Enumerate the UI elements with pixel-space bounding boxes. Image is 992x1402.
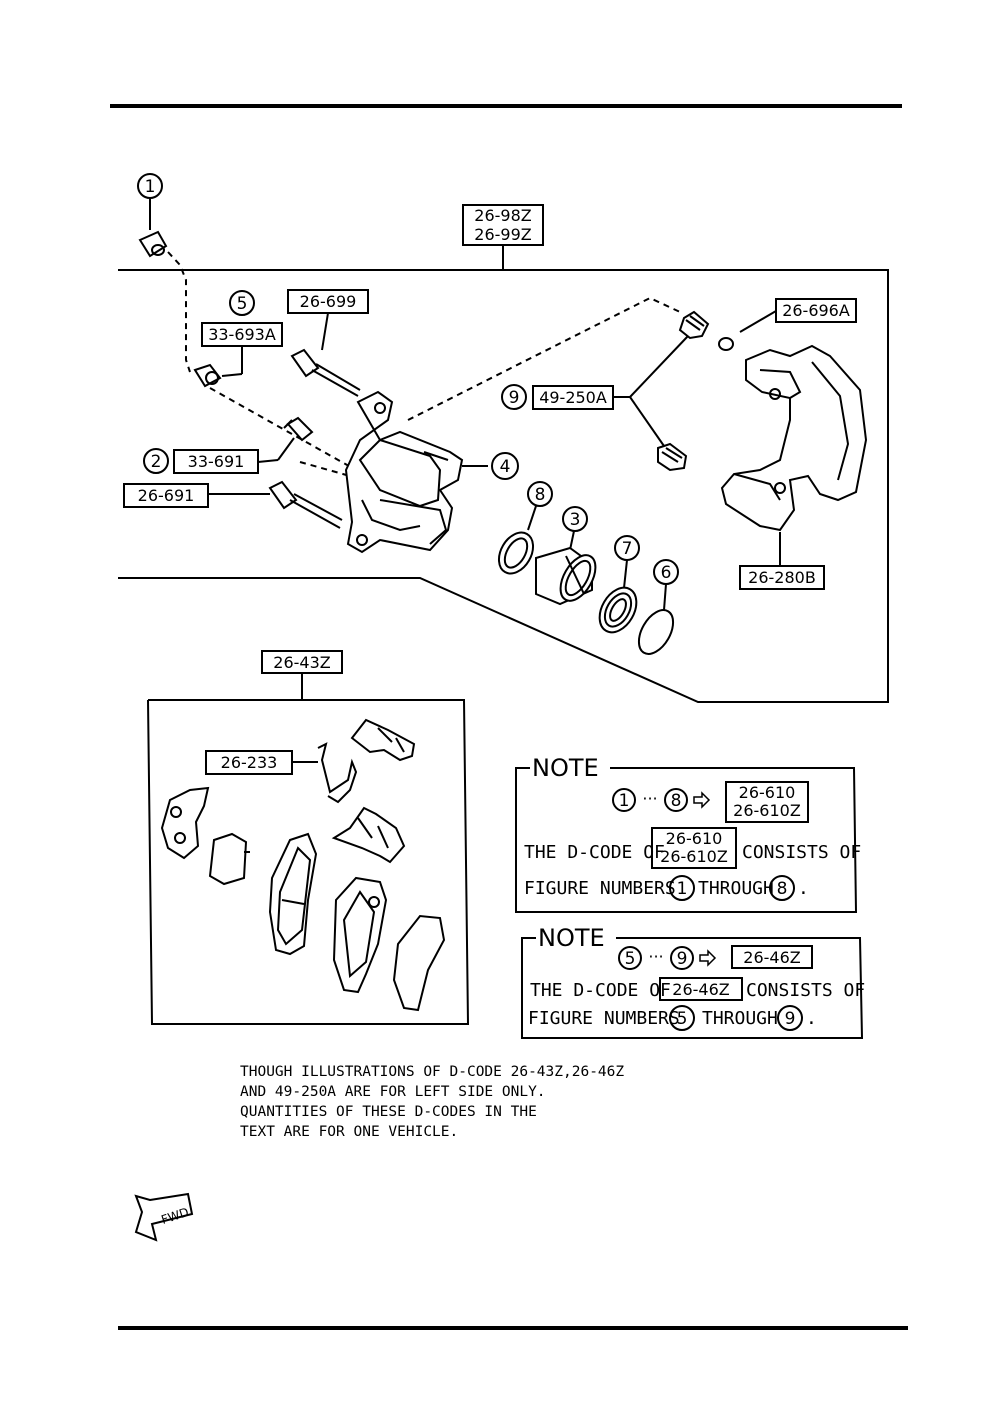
note1-frame: [515, 767, 858, 913]
right-arrow-icon: [699, 949, 717, 967]
note1-line2-from: 1: [677, 879, 688, 899]
note1-line2-from-circle: [669, 875, 695, 901]
footnote-line: TEXT ARE FOR ONE VEHICLE.: [240, 1124, 459, 1140]
note1-to: 8: [671, 791, 682, 811]
note1-inline-code-b: 26-610Z: [660, 847, 728, 866]
note2-line2-end: .: [806, 1008, 817, 1029]
code-pin-691: 26-691: [138, 486, 195, 505]
note1-code-a: 26-610: [739, 783, 796, 802]
retaining-ring-icon: [637, 609, 675, 655]
note2-to-circle: [670, 946, 694, 970]
note2-line1-pre: THE D-CODE OF: [530, 980, 671, 1001]
guide-pin-lower-icon: [268, 480, 343, 529]
shim-upper-icon: [350, 718, 416, 762]
note1-line2-to-circle: [769, 875, 795, 901]
callout-2: 2: [151, 452, 162, 472]
pad-set-frame: [147, 699, 470, 1025]
note2-line2-mid: THROUGH: [702, 1008, 778, 1029]
code-bolt-699: 26-699: [300, 292, 357, 311]
bottom-rule: [118, 1326, 908, 1330]
code-bleeder-691: 33-691: [188, 452, 245, 471]
note2-line1-post: CONSISTS OF: [746, 980, 865, 1001]
code-boot-kit: 49-250A: [539, 388, 607, 407]
piston-icon: [535, 546, 597, 606]
note1-heading: NOTE: [532, 754, 599, 782]
note1-line2-to: 8: [777, 879, 788, 899]
note1-inline-code-a: 26-610: [666, 829, 723, 848]
callout-4-circle: [491, 452, 519, 480]
note1-line2-end: .: [798, 878, 809, 899]
callout-5: 5: [237, 294, 248, 314]
callout-6: 6: [661, 563, 672, 583]
dust-seal-icon: [598, 586, 638, 634]
callout-3-circle: [562, 506, 588, 532]
anti-squeal-shim-icon: [160, 786, 210, 860]
callout-9: 9: [509, 388, 520, 408]
fwd-arrow-icon: [134, 1192, 194, 1242]
bush-icon: [718, 337, 734, 351]
code-bracket: 26-280B: [748, 568, 816, 587]
callout-1: 1: [145, 177, 156, 197]
footnote: THOUGH ILLUSTRATIONS OF D-CODE 26-43Z,26…: [240, 1062, 624, 1142]
note1-from: 1: [619, 791, 630, 811]
note2-inline-code: 26-46Z: [672, 980, 729, 999]
piston-seal-icon: [497, 531, 535, 575]
code-bush-696a: 26-696A: [782, 301, 850, 320]
note1-code-b: 26-610Z: [733, 801, 801, 820]
note1-to-circle: [664, 788, 688, 812]
note2-frame: [521, 937, 864, 1039]
code-caliper-assy-b: 26-99Z: [474, 225, 531, 244]
assembly-frame: [118, 269, 889, 703]
brake-pad-inner-icon: [268, 832, 318, 956]
pad-spring-icon: [317, 742, 358, 804]
dust-boot-icon: [193, 363, 222, 388]
callout-9-circle: [501, 384, 527, 410]
shim-lower-icon: [331, 806, 406, 864]
note2-line2-from-circle: [669, 1005, 695, 1031]
bleeder-cap-icon: [138, 230, 168, 258]
note1-ellipsis: ···: [642, 789, 657, 808]
note2-to: 9: [677, 949, 688, 969]
note2-line2-from: 5: [677, 1009, 688, 1029]
footnote-line: THOUGH ILLUSTRATIONS OF D-CODE 26-43Z,26…: [240, 1064, 625, 1080]
note2-code: 26-46Z: [743, 948, 800, 967]
pad-small-icon: [208, 832, 250, 886]
note2-line2-to-circle: [777, 1005, 803, 1031]
note2-heading: NOTE: [538, 924, 605, 952]
note2-from: 5: [625, 949, 636, 969]
bleeder-screw-icon: [283, 416, 314, 442]
note2-line2-to: 9: [785, 1009, 796, 1029]
note1-line1-pre: THE D-CODE OF: [524, 842, 665, 863]
code-pad-set: 26-43Z: [273, 653, 330, 672]
right-arrow-icon: [693, 791, 711, 809]
brake-pad-outer-icon: [332, 876, 388, 994]
pad-shim-right-icon: [392, 914, 446, 1012]
note2-line2-pre: FIGURE NUMBERS: [528, 1008, 680, 1029]
note1-line2-mid: THROUGH: [698, 878, 774, 899]
note1-line2-pre: FIGURE NUMBERS: [524, 878, 676, 899]
boot-lower-icon: [657, 442, 688, 472]
footnote-line: AND 49-250A ARE FOR LEFT SIDE ONLY.: [240, 1084, 546, 1100]
callout-2-circle: [143, 448, 169, 474]
code-caliper-assy-a: 26-98Z: [474, 206, 531, 225]
guide-bolt-upper-icon: [290, 348, 361, 397]
caliper-bracket-icon: [720, 344, 868, 532]
callout-4: 4: [500, 457, 511, 477]
note1-line1-post: CONSISTS OF: [742, 842, 861, 863]
callout-3: 3: [570, 510, 581, 530]
caliper-body-icon: [344, 390, 464, 554]
footnote-line: QUANTITIES OF THESE D-CODES IN THE: [240, 1104, 537, 1120]
callout-8: 8: [535, 485, 546, 505]
callout-8-circle: [527, 481, 553, 507]
note2-from-circle: [618, 946, 642, 970]
code-boot-693a: 33-693A: [208, 325, 276, 344]
boot-upper-icon: [678, 310, 710, 340]
top-rule: [110, 104, 902, 108]
callout-5-circle: [229, 290, 255, 316]
note1-from-circle: [612, 788, 636, 812]
callout-7: 7: [622, 539, 633, 559]
code-spring-233: 26-233: [221, 753, 278, 772]
note2-ellipsis: ···: [648, 947, 663, 966]
